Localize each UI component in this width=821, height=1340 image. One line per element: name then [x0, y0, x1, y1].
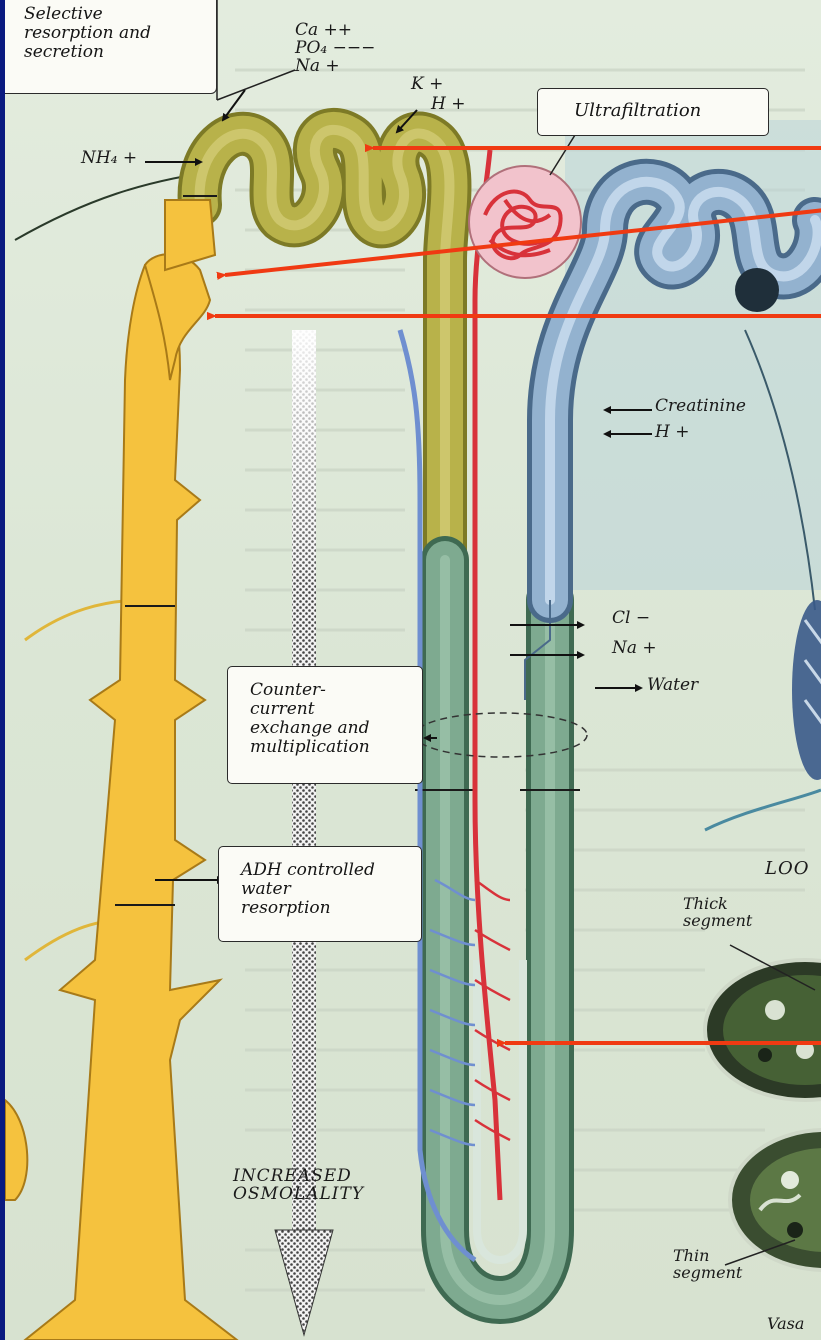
- thin-line-2: segment: [673, 1265, 742, 1282]
- osmolality-line-2: OSMOLALITY: [233, 1186, 364, 1204]
- countercurrent-line-1: Counter-: [250, 681, 422, 700]
- selective-line-2: resorption and: [24, 24, 216, 43]
- thick-segment-label: Thick segment: [683, 896, 752, 930]
- adh-line-1: ADH controlled: [241, 861, 421, 880]
- countercurrent-box: Counter- current exchange and multiplica…: [227, 666, 423, 784]
- vessel-cross-section: [735, 268, 779, 312]
- textbook-illustration: Selective resorption and secretion Ultra…: [5, 0, 821, 1340]
- ultrafiltration-label: Ultrafiltration: [574, 101, 768, 121]
- water-label: Water: [647, 677, 698, 695]
- adh-line-3: resorption: [241, 899, 421, 918]
- thick-line-2: segment: [683, 913, 752, 930]
- na-top-label: Na +: [295, 58, 375, 76]
- h-top-label: H +: [431, 96, 465, 114]
- osmolality-label: INCREASED OSMOLALITY: [233, 1168, 364, 1204]
- thin-segment-label: Thin segment: [673, 1248, 742, 1282]
- loop-label: LOO: [765, 860, 809, 879]
- vasa-label: Vasa: [767, 1316, 804, 1333]
- nh4-label: NH₄ +: [81, 150, 137, 168]
- countercurrent-line-2: current: [250, 700, 422, 719]
- po4-label: PO₄ −−−: [295, 40, 375, 58]
- creatinine-label: Creatinine: [655, 398, 746, 416]
- countercurrent-line-4: multiplication: [250, 738, 422, 757]
- selective-line-3: secretion: [24, 43, 216, 62]
- h-mid-label: H +: [655, 424, 689, 442]
- leader-line: [217, 70, 295, 100]
- adh-line-2: water: [241, 880, 421, 899]
- na-label: Na +: [612, 640, 657, 658]
- cl-label: Cl −: [612, 610, 650, 628]
- glomerulus-icon: [469, 135, 581, 278]
- selective-resorption-box: Selective resorption and secretion: [5, 0, 217, 94]
- k-label: K +: [411, 76, 443, 94]
- ultrafiltration-box: Ultrafiltration: [537, 88, 769, 136]
- ions-top-label: Ca ++ PO₄ −−− Na +: [295, 22, 375, 76]
- countercurrent-line-3: exchange and: [250, 719, 422, 738]
- selective-line-1: Selective: [24, 5, 216, 24]
- collecting-duct: [5, 254, 237, 1340]
- adh-box: ADH controlled water resorption: [218, 846, 422, 942]
